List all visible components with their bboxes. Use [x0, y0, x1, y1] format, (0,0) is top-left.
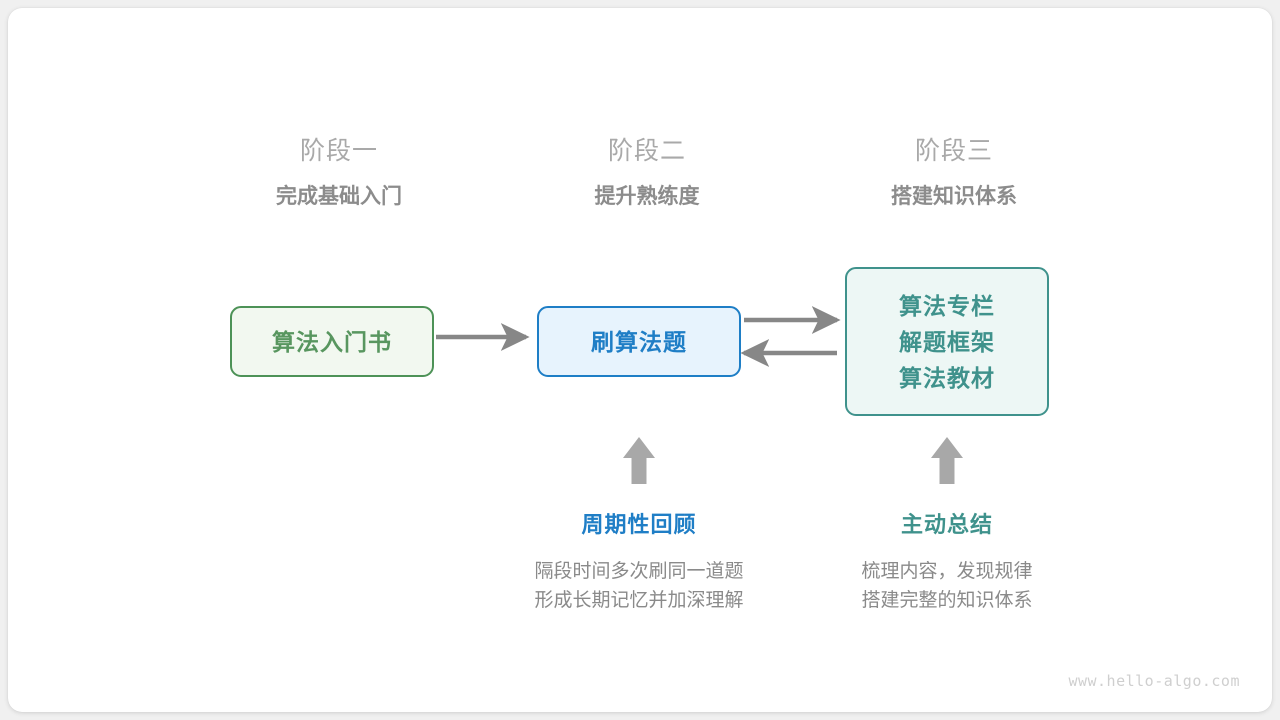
note-review-title: 周期性回顾	[581, 512, 697, 537]
node-knowledge[interactable]: 算法专栏 解题框架 算法教材	[845, 267, 1049, 416]
note-review-desc: 隔段时间多次刷同一道题 形成长期记忆并加深理解	[489, 557, 789, 615]
node-knowledge-line-3: 算法教材	[899, 364, 995, 391]
note-review: 周期性回顾 隔段时间多次刷同一道题 形成长期记忆并加深理解	[489, 510, 789, 615]
note-summary-desc-line-1: 梳理内容，发现规律	[861, 561, 1033, 582]
note-summary: 主动总结 梳理内容，发现规律 搭建完整的知识体系	[797, 510, 1097, 615]
note-review-desc-line-1: 隔段时间多次刷同一道题	[534, 561, 744, 582]
stage-subtitle: 搭建知识体系	[891, 185, 1017, 208]
note-summary-desc-line-2: 搭建完整的知识体系	[861, 590, 1033, 611]
connector-review-to-practice	[626, 438, 652, 484]
diagram-card: 阶段一 完成基础入门 阶段二 提升熟练度 阶段三 搭建知识体系	[8, 8, 1272, 712]
stage-subtitle: 提升熟练度	[594, 185, 700, 208]
node-book[interactable]: 算法入门书	[230, 306, 434, 377]
stage-heading-2: 阶段二 提升熟练度	[517, 134, 777, 212]
note-summary-title: 主动总结	[900, 512, 993, 537]
node-knowledge-line-2: 解题框架	[899, 328, 995, 355]
node-knowledge-line-1: 算法专栏	[899, 292, 995, 319]
stage-title: 阶段一	[299, 137, 378, 165]
note-review-desc-line-2: 形成长期记忆并加深理解	[534, 590, 744, 611]
stage-subtitle: 完成基础入门	[276, 185, 402, 208]
up-arrow-knowledge	[931, 437, 963, 484]
node-practice[interactable]: 刷算法题	[537, 306, 741, 377]
stage-heading-3: 阶段三 搭建知识体系	[824, 134, 1084, 212]
note-summary-desc: 梳理内容，发现规律 搭建完整的知识体系	[797, 557, 1097, 615]
stage-heading-1: 阶段一 完成基础入门	[209, 134, 469, 212]
node-practice-label: 刷算法题	[591, 328, 687, 355]
stage-title: 阶段二	[607, 137, 686, 165]
up-arrow-practice	[623, 437, 655, 484]
stage-title: 阶段三	[914, 137, 993, 165]
watermark: www.hello-algo.com	[1068, 672, 1240, 690]
node-book-label: 算法入门书	[272, 328, 392, 355]
